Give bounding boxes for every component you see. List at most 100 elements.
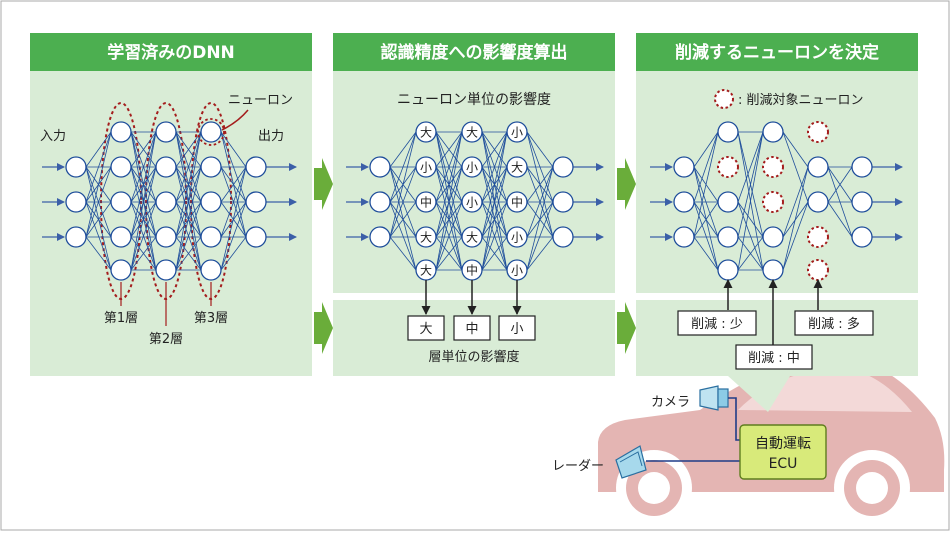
connection-line bbox=[693, 131, 719, 238]
camera-label: カメラ bbox=[651, 395, 690, 410]
neuron bbox=[200, 191, 222, 213]
connection-line bbox=[526, 131, 554, 168]
connection-line bbox=[693, 201, 719, 238]
neuron bbox=[461, 226, 483, 248]
reduce-large-box bbox=[794, 310, 874, 336]
connection-line bbox=[481, 131, 508, 203]
neuron-influence-mark: 中 bbox=[466, 263, 478, 278]
panel3-network bbox=[650, 121, 903, 281]
neuron bbox=[762, 259, 784, 281]
neuron bbox=[552, 156, 574, 178]
ecu-line1: 自動運転 bbox=[755, 436, 811, 452]
connection-line bbox=[693, 131, 719, 168]
connection-line bbox=[130, 131, 157, 238]
neuron bbox=[673, 156, 695, 178]
reduced-neuron bbox=[807, 226, 829, 248]
neuron bbox=[717, 191, 739, 213]
neuron bbox=[200, 226, 222, 248]
connection-line bbox=[782, 166, 809, 271]
connection-line bbox=[130, 236, 157, 271]
camera-wire bbox=[728, 397, 740, 441]
connection-line bbox=[737, 201, 764, 271]
connection-line bbox=[130, 131, 157, 271]
layer3-label: 第3層 bbox=[194, 311, 228, 326]
neuron-influence-mark: 大 bbox=[466, 231, 478, 245]
neuron bbox=[110, 156, 132, 178]
neuron bbox=[415, 191, 437, 213]
connection-line bbox=[526, 201, 554, 271]
layer3-influence-box bbox=[498, 315, 536, 341]
layer2-influence-value: 中 bbox=[465, 322, 478, 337]
connection-line bbox=[175, 236, 202, 271]
connection-line bbox=[526, 166, 554, 238]
connection-line bbox=[389, 201, 417, 238]
neuron-influence-mark: 中 bbox=[420, 195, 432, 210]
panel2-title: 認識精度への影響度算出 bbox=[381, 42, 568, 63]
connection-line bbox=[389, 236, 417, 271]
connection-line bbox=[85, 166, 112, 271]
reduce-large-label: 削減 : 多 bbox=[808, 316, 860, 332]
neuron bbox=[200, 121, 222, 143]
connection-line bbox=[693, 236, 719, 271]
connection-line bbox=[782, 131, 809, 203]
connection-line bbox=[220, 236, 247, 271]
connection-line bbox=[827, 166, 853, 203]
neuron bbox=[807, 156, 829, 178]
connection-line bbox=[85, 131, 112, 203]
connection-line bbox=[435, 131, 463, 168]
neuron-influence-mark: 小 bbox=[420, 161, 432, 175]
connection-line bbox=[526, 236, 554, 271]
connection-line bbox=[481, 131, 508, 271]
panel3-header bbox=[636, 33, 918, 71]
highlighted-neuron-ring bbox=[197, 118, 225, 146]
connection-line bbox=[737, 131, 764, 238]
neuron-influence-mark: 小 bbox=[511, 231, 523, 245]
connection-line bbox=[481, 201, 508, 271]
neuron-influence-mark: 小 bbox=[466, 161, 478, 175]
connection-line bbox=[389, 131, 417, 203]
neuron bbox=[65, 191, 87, 213]
neuron bbox=[200, 259, 222, 281]
neuron bbox=[415, 121, 437, 143]
connection-line bbox=[220, 201, 247, 271]
reduce-medium-box bbox=[735, 344, 813, 370]
connection-line bbox=[175, 166, 202, 271]
ecu-box bbox=[739, 424, 827, 480]
connection-line bbox=[481, 166, 508, 271]
connection-line bbox=[526, 166, 554, 271]
connection-line bbox=[220, 166, 247, 203]
neuron bbox=[110, 191, 132, 213]
panel2-header bbox=[333, 33, 615, 71]
neuron-influence-mark: 中 bbox=[511, 195, 523, 210]
neuron bbox=[717, 259, 739, 281]
panel3-title: 削減するニューロンを決定 bbox=[675, 42, 879, 63]
neuron bbox=[851, 226, 873, 248]
neuron bbox=[245, 156, 267, 178]
neuron bbox=[807, 191, 829, 213]
panel1-network bbox=[42, 102, 297, 300]
flow-arrow-1-bottom bbox=[314, 302, 333, 354]
reduce-small-label: 削減 : 少 bbox=[691, 316, 743, 332]
neuron-influence-mark: 大 bbox=[420, 231, 432, 245]
panel1-title: 学習済みのDNN bbox=[107, 42, 235, 63]
connection-line bbox=[693, 166, 719, 271]
neuron bbox=[369, 226, 391, 248]
connection-line bbox=[175, 201, 202, 271]
neuron bbox=[110, 226, 132, 248]
neuron bbox=[673, 191, 695, 213]
neuron bbox=[506, 121, 528, 143]
connection-line bbox=[85, 201, 112, 238]
flow-arrow-2-top bbox=[617, 158, 636, 210]
connection-line bbox=[389, 131, 417, 238]
input-label: 入力 bbox=[40, 129, 66, 144]
connection-line bbox=[481, 131, 508, 238]
neuron-influence-mark: 大 bbox=[420, 126, 432, 140]
reduce-small-box bbox=[677, 310, 757, 336]
connection-line bbox=[435, 131, 463, 271]
connection-line bbox=[175, 131, 202, 271]
neuron bbox=[245, 191, 267, 213]
connection-line bbox=[220, 166, 247, 238]
layer3-influence-value: 小 bbox=[510, 322, 523, 337]
